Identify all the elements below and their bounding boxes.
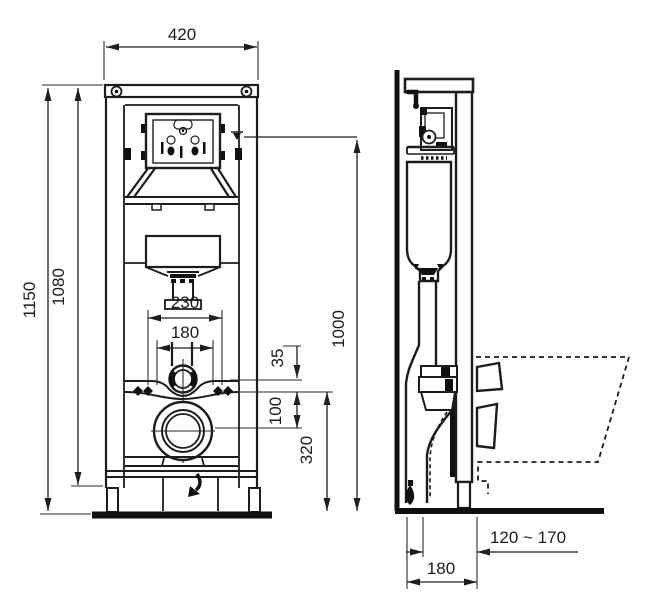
corner-bolt-left (110, 85, 123, 98)
wc-bowl-outline (475, 356, 631, 494)
dim-outlet-adjust-range: 120 ~ 170 (406, 517, 578, 589)
cistern-bottom (124, 234, 239, 310)
dim-total-height: 1150 (20, 84, 103, 515)
dim-label-35: 35 (268, 349, 287, 368)
waste-outlet (151, 399, 215, 467)
dim-frame-width: 420 (103, 25, 259, 80)
cistern-side (405, 145, 455, 283)
dim-actuator-height: 1000 (244, 136, 361, 511)
frame-foot-side (456, 480, 472, 510)
front-view (92, 83, 272, 519)
dimensions: 420 1150 1080 230 180 (20, 25, 578, 589)
corner-bolt-right (240, 85, 253, 98)
dim-fixing-inner: 180 (156, 323, 214, 385)
water-inlet-elbow (405, 89, 419, 109)
frame-outline (103, 83, 260, 488)
support-braces (125, 166, 238, 211)
dim-label-420: 420 (168, 25, 196, 44)
dim-label-180-side: 180 (427, 559, 455, 578)
flush-pipe-side (404, 281, 458, 505)
dim-frame-depth: 180 (407, 559, 477, 586)
dim-label-1150: 1150 (20, 282, 39, 319)
dim-outlet-height: 320 (297, 392, 331, 511)
dim-flush-offset: 35 (230, 345, 302, 381)
fill-valve (419, 107, 453, 151)
dim-label-1080: 1080 (49, 268, 68, 306)
dim-label-1000: 1000 (329, 310, 348, 348)
dim-label-180-front: 180 (171, 323, 199, 342)
side-view (394, 70, 631, 514)
flush-actuator-box (124, 112, 242, 170)
flush-bend-connection (124, 342, 239, 401)
dim-label-120-170: 120 ~ 170 (490, 528, 566, 547)
lower-crossbars (106, 456, 257, 511)
dim-fixing-outer: 230 (147, 293, 223, 385)
dim-outlet-offset: 100 (215, 391, 333, 429)
frame-feet (92, 487, 272, 519)
dim-label-230: 230 (171, 293, 199, 312)
dim-frame-height: 1080 (49, 88, 103, 487)
dim-label-100: 100 (266, 397, 285, 425)
dim-label-320: 320 (297, 436, 316, 464)
level-mark-icon (231, 131, 243, 140)
